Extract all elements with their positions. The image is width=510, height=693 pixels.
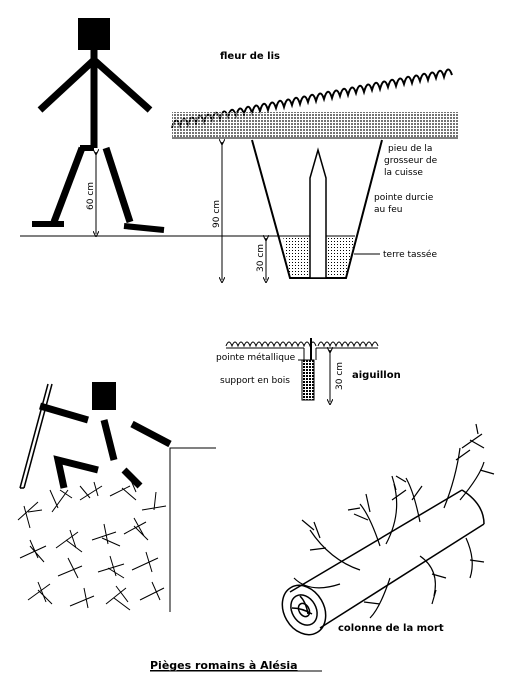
dimension-90cm: 90 cm [212,142,222,280]
spike-pit [17,447,216,612]
aiguillon-trap [225,338,379,402]
fleur-de-lis-title: fleur de lis [220,51,280,62]
label-support-bois: support en bois [220,376,290,386]
colonne-title: colonne de la mort [338,623,444,634]
dim-30-aiguillon-label: 30 cm [335,362,345,390]
stake [309,147,327,279]
label-pointe-2: au feu [374,205,403,215]
dim-60-label: 60 cm [86,182,96,210]
dim-90-label: 90 cm [212,200,222,228]
dimension-30cm-pit: 30 cm [256,238,266,280]
label-pieu-3: la cuisse [384,168,423,178]
page-title: Pièges romains à Alésia [150,659,298,672]
colonne-log [281,489,485,636]
dim-30-pit-label: 30 cm [256,244,266,272]
grass-top [171,68,458,139]
standing-figure [32,18,165,233]
label-pointe-metallique: pointe métallique [216,352,296,363]
falling-figure [19,382,172,489]
label-pieu-1: pieu de la [388,144,432,154]
dimension-60cm: 60 cm [86,152,96,234]
figure-head [78,18,110,50]
label-pieu-2: grosseur de [384,156,438,166]
colonne-branches [293,423,495,619]
aiguillon-title: aiguillon [352,370,401,381]
label-pointe-1: pointe durcie [374,193,434,203]
label-terre: terre tassée [383,249,437,260]
